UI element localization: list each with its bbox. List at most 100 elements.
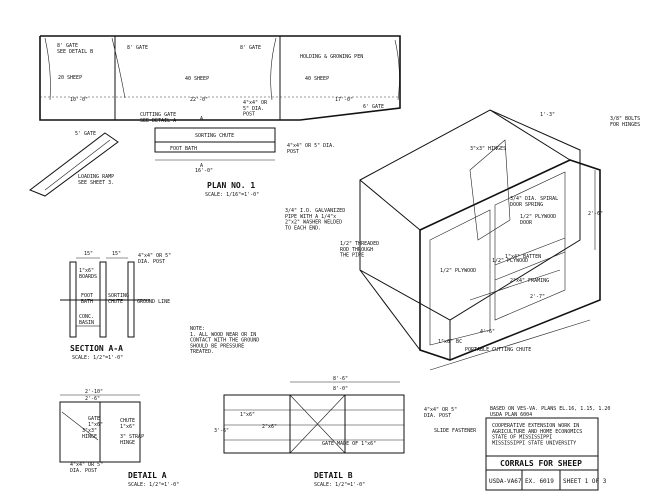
detail-b-gate-made: GATE MADE OF 1"x6" <box>322 441 376 447</box>
plan-gate-8-a: 8' GATE <box>127 45 148 51</box>
plan-sheep-40-a: 40 SHEEP <box>185 76 209 82</box>
plan-scale: SCALE: 1/16"=1'-0" <box>205 192 259 198</box>
ramp-cleat <box>44 139 111 191</box>
detail-b-dim-3-6: 3'-6" <box>214 428 229 434</box>
detail-a-hinge: 3"x3"HINGE <box>82 428 97 440</box>
plan-marker-a-bottom: A <box>200 163 203 169</box>
plan-gate-5: 5' GATE <box>75 131 96 137</box>
section-dim-left-label: 15" <box>84 251 93 257</box>
gate-swing-1 <box>44 37 51 101</box>
chute-title: PORTABLE CUTTING CHUTE <box>465 347 531 353</box>
plan-dim-17: 17'-0" <box>335 97 353 103</box>
chute-dim-2-7 <box>469 269 561 301</box>
chute-framing-label: 2"x4" FRAMING <box>510 278 549 284</box>
gate-swing-3 <box>270 37 277 101</box>
detail-b-post-label: 4"x4" OR 5"DIA. POST <box>424 407 457 419</box>
gate-swing-4 <box>394 39 400 101</box>
chute-board-1x6: 1"x6" BC <box>438 339 462 345</box>
chute-batten <box>494 237 566 266</box>
detail-b: 8'-6" 8'-0" 1"x6" 2"x6" 3'-6" GATE MADE … <box>214 376 477 488</box>
chute-top-rail <box>489 109 571 161</box>
plan-dim-16-label: 16'-0" <box>195 168 213 174</box>
title-block-border <box>485 417 599 491</box>
foot-bath <box>154 141 276 153</box>
plan-gate-6: 6' GATE <box>363 104 384 110</box>
detail-b-brace <box>289 394 346 454</box>
plan-foot-bath: FOOT BATH <box>170 146 197 152</box>
plan-outer-fence <box>39 35 401 121</box>
title-block-title: CORRALS FOR SHEEP <box>500 459 582 468</box>
section-scale: SCALE: 1/2"=1'-0" <box>72 355 123 361</box>
plan-dim-22: 22'-0" <box>190 97 208 103</box>
section-boards: 1"x6"BOARDS <box>79 268 97 280</box>
section-dim-right-label: 15" <box>112 251 121 257</box>
plan-dim-10: 10'-0" <box>70 97 88 103</box>
section-conc-basin-label: CONC.BASIN <box>79 314 94 326</box>
detail-a-dim-top2: 2'-6" <box>85 396 100 402</box>
chute-hinges: 3"x3" HINGES <box>470 146 506 152</box>
detail-b-slide-fastener: SLIDE FASTENER <box>434 428 477 434</box>
chute-plywood-a: 1/2" PLYWOOD <box>440 268 476 274</box>
section-post: 4"x4" OR 5"DIA. POST <box>138 253 171 265</box>
chute-bottom-rail <box>359 269 421 351</box>
chute-dim-2-7-label: 2'-7" <box>530 294 545 300</box>
chute-dim-4-6-label: 4'-6" <box>480 329 495 335</box>
chute-plywood-b: 1/2" PLYWOOD <box>492 258 528 264</box>
plan-title: PLAN NO. 1 <box>207 181 255 190</box>
detail-a-title: DETAIL A <box>128 471 167 480</box>
chute-dim-2-6-label: 2'-6" <box>588 211 603 217</box>
chute-door-panel <box>494 171 566 321</box>
chute-dim-4-6 <box>429 319 591 371</box>
plan-sheep-20: 20 SHEEP <box>58 75 82 81</box>
section-ground-line-label: GROUND LINE <box>137 299 170 305</box>
plan-marker-a-top: A <box>200 116 203 122</box>
detail-a-brace <box>61 411 99 441</box>
chute-top-rail <box>359 179 421 231</box>
detail-b-scale: SCALE: 1/2"=1'-0" <box>314 482 365 488</box>
detail-a-post: 4"x4" OR 5"DIA. POST <box>70 462 103 474</box>
detail-b-dim-top: 8'-6" <box>333 376 348 382</box>
plan-pen-label: HOLDING & GROWING PEN <box>300 54 363 60</box>
title-block: BASED ON VES-VA. PLANS EL.16, 1.15, 1.20… <box>485 406 610 491</box>
detail-b-dim-top2: 8'-0" <box>333 386 348 392</box>
loading-ramp <box>28 132 119 197</box>
plan-sorting-chute: SORTING CHUTE <box>195 133 234 139</box>
detail-b-side-1x6: 1"x6" <box>240 412 255 418</box>
chute-swing-door <box>469 139 511 241</box>
detail-a-scale: SCALE: 1/2"=1'-0" <box>128 482 179 488</box>
gate-swing-2 <box>111 37 126 99</box>
plan-post-label-2: 4"x4" OR 5" DIA.POST <box>287 143 335 155</box>
ramp-cleat <box>37 136 101 185</box>
section-conc-basin <box>75 299 101 327</box>
plan-gate-8-b: 8' GATE <box>240 45 261 51</box>
chute-framing <box>494 251 566 281</box>
title-block-usda: USDA-VA67 <box>489 478 522 485</box>
plan-sheep-40-b: 40 SHEEP <box>305 76 329 82</box>
title-block-sheet: SHEET 1 OF 3 <box>563 478 607 485</box>
detail-b-side-2x6: 2"x6" <box>262 424 277 430</box>
title-block-ex: EX. 6019 <box>525 478 554 485</box>
title-block-based-on: BASED ON VES-VA. PLANS EL.16, 1.15, 1.20… <box>490 406 610 418</box>
chute-dim-top: 1'-3" <box>540 112 555 118</box>
detail-a-dim-top: 2'-10" <box>85 389 103 395</box>
